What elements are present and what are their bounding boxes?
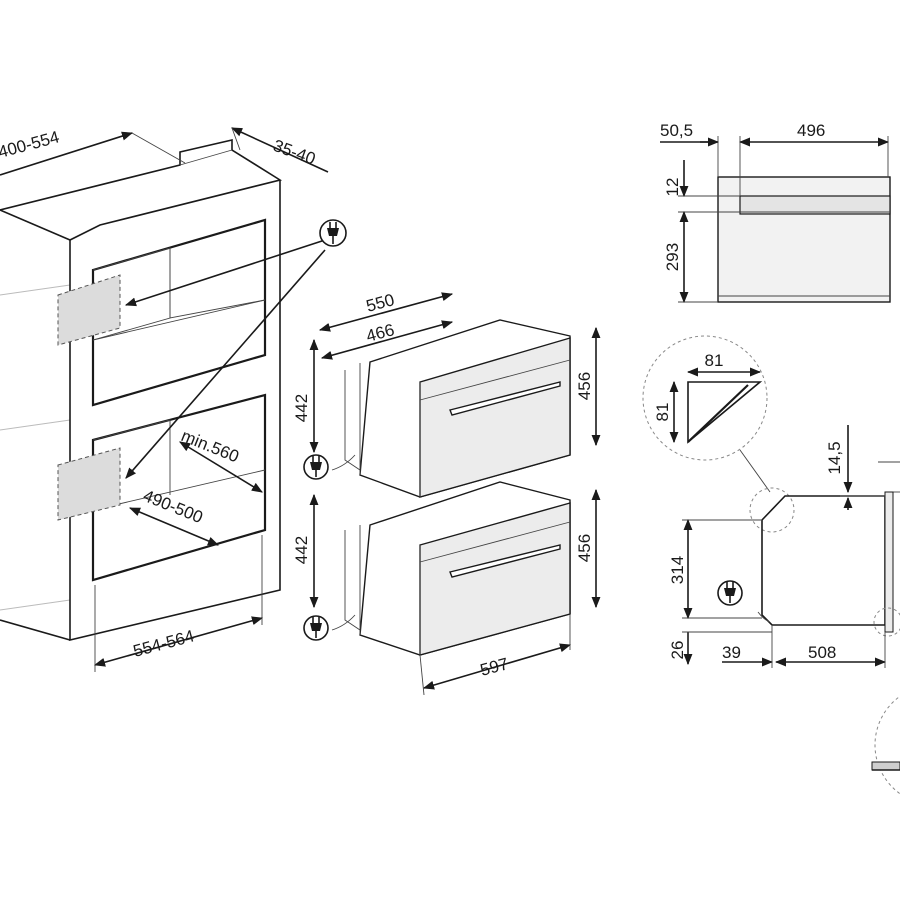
- oven-top: [331, 319, 571, 498]
- dim-oven-height-front-bottom: 456: [575, 534, 594, 562]
- dim-detail-b: 81: [653, 403, 672, 422]
- oven-bottom: [331, 481, 571, 656]
- dim-oven-height-body-top: 442: [292, 394, 311, 422]
- dim-side-top-height: 12: [663, 178, 682, 197]
- profile-view: [749, 487, 900, 637]
- dim-profile-depth: 508: [808, 643, 836, 662]
- detail-circle-bottom: [871, 695, 900, 795]
- dim-niche-width-outer: 554-564: [131, 626, 196, 661]
- power-plug-icon: [717, 580, 743, 606]
- power-plug-icon: [303, 454, 329, 480]
- dim-detail-a: 81: [705, 351, 724, 370]
- side-view: [717, 176, 891, 303]
- power-plug-icon: [319, 219, 347, 247]
- dim-oven-height-body-bottom: 442: [292, 536, 311, 564]
- cabinet-niche: [0, 127, 329, 672]
- dim-gap: 35-40: [271, 136, 318, 169]
- dim-oven-depth-total: 550: [364, 290, 396, 316]
- power-plug-icon: [303, 615, 329, 641]
- detail-chamfer: [642, 335, 768, 461]
- socket-area-upper: [57, 274, 121, 346]
- dim-niche-depth: 400-554: [0, 127, 61, 162]
- dim-niche-width-inner: 490-500: [141, 486, 206, 527]
- dim-oven-depth-body: 466: [364, 320, 396, 346]
- dim-profile-foot: 26: [668, 641, 687, 660]
- dim-side-front-thickness: 50,5: [660, 121, 693, 140]
- dim-oven-width-front: 597: [478, 654, 510, 680]
- dim-detail-c: 14,5: [825, 441, 844, 474]
- dim-profile-offset: 39: [722, 643, 741, 662]
- dim-side-body-height: 293: [663, 243, 682, 271]
- dim-profile-height: 314: [668, 556, 687, 584]
- dim-side-depth: 496: [797, 121, 825, 140]
- socket-area-lower: [57, 447, 121, 521]
- dim-oven-height-front-top: 456: [575, 372, 594, 400]
